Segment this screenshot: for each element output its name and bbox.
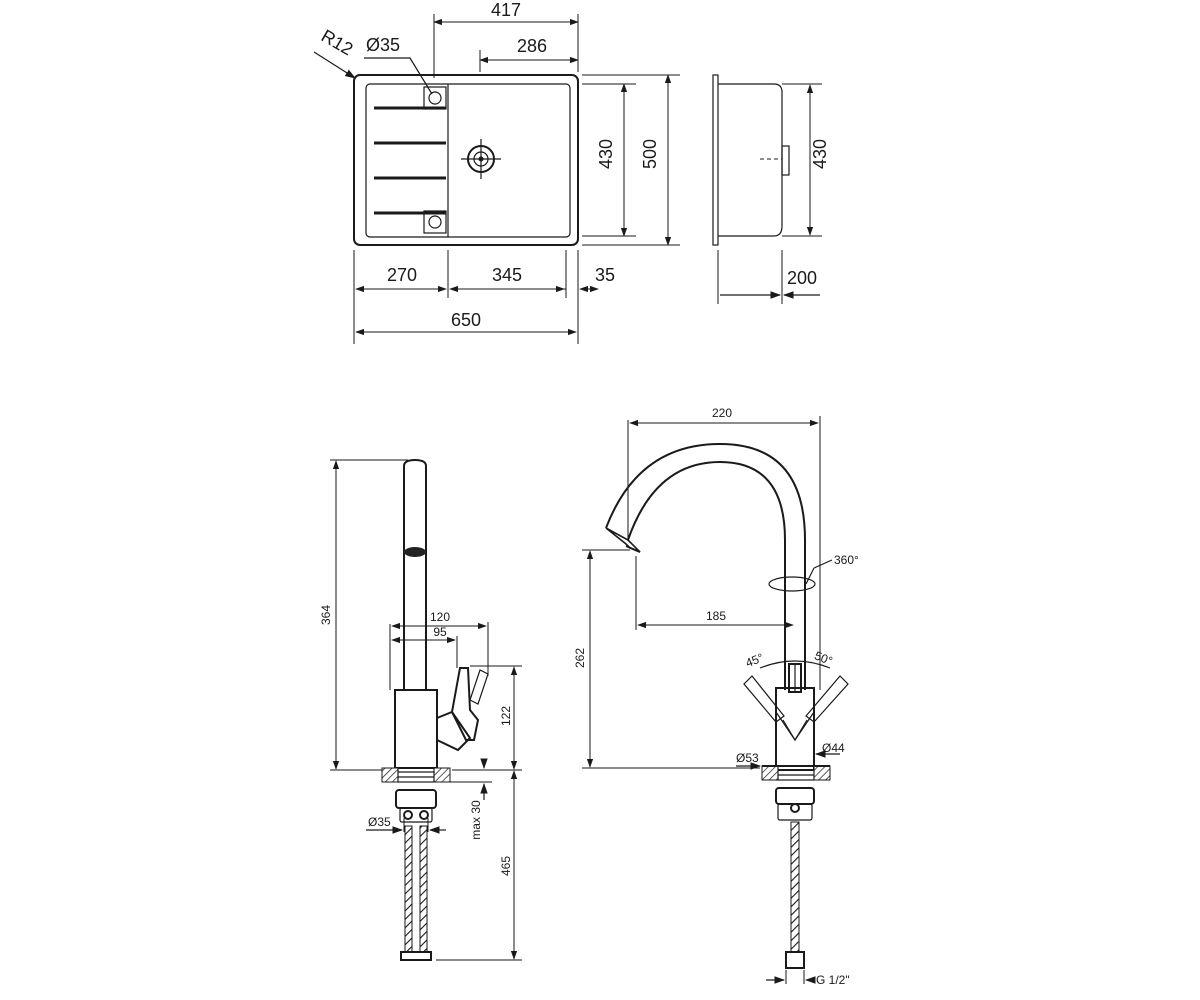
label-650: 650 xyxy=(451,310,481,330)
lever-cone xyxy=(775,711,815,742)
mounting-nut xyxy=(395,789,437,809)
label-360: 360° xyxy=(834,553,859,567)
label-95: 95 xyxy=(433,625,447,639)
label-r12: R12 xyxy=(318,26,357,60)
label-430: 430 xyxy=(596,139,616,169)
label-185: 185 xyxy=(706,609,726,623)
label-thread: G 1/2" xyxy=(816,973,850,987)
faucet-base-right xyxy=(433,767,451,783)
label-200: 200 xyxy=(787,268,817,288)
label-45: 45° xyxy=(743,650,765,670)
radius-leader xyxy=(313,51,356,79)
label-hole-35: Ø35 xyxy=(366,35,400,55)
label-122: 122 xyxy=(499,706,513,726)
label-417: 417 xyxy=(491,0,521,20)
label-53: Ø53 xyxy=(736,751,759,765)
hose-left xyxy=(404,825,413,953)
sink-side-view: 430 200 xyxy=(712,74,830,304)
label-262: 262 xyxy=(573,648,587,668)
overflow-hole xyxy=(428,215,442,229)
front-nut xyxy=(775,787,815,805)
front-base-right xyxy=(813,765,831,781)
lever-swing-right xyxy=(805,675,849,723)
label-465: 465 xyxy=(499,856,513,876)
spout-tip xyxy=(605,527,641,553)
front-hose xyxy=(790,821,800,953)
label-500: 500 xyxy=(640,139,660,169)
overflow-hole-box xyxy=(423,210,447,234)
gooseneck-spout xyxy=(627,460,786,690)
sink-side-bowl xyxy=(718,83,783,237)
gooseneck-outer xyxy=(605,442,806,690)
lever-tilt xyxy=(469,669,489,705)
angle-arc xyxy=(759,660,831,669)
spout-aerator xyxy=(404,547,426,557)
faucet-lever xyxy=(436,710,472,752)
sink-side-drain xyxy=(781,145,790,176)
hose-right xyxy=(419,825,428,953)
rotation-leader xyxy=(805,567,815,585)
sink-outline xyxy=(353,74,579,246)
label-max30: max 30 xyxy=(469,800,483,840)
label-270: 270 xyxy=(387,265,417,285)
label-345: 345 xyxy=(492,265,522,285)
drain-icon xyxy=(461,139,501,179)
label-50: 50° xyxy=(812,648,834,668)
front-base-left xyxy=(761,765,779,781)
label-35: 35 xyxy=(595,265,615,285)
faucet-front-view: 45° 50° 220 360° 185 262 Ø53 xyxy=(573,406,859,987)
faucet-base-left xyxy=(381,767,399,783)
hole-leader xyxy=(364,57,433,95)
faucet-body xyxy=(394,689,438,769)
label-44: Ø44 xyxy=(822,741,845,755)
front-hose-fitting xyxy=(785,951,805,969)
sink-top-view: 417 286 R12 Ø35 430 500 270 345 35 650 xyxy=(313,0,680,344)
faucet-side-view: 364 120 95 122 max 30 Ø35 465 xyxy=(319,458,522,961)
faucet-front-body xyxy=(775,687,815,771)
sink-side-rim xyxy=(712,74,719,246)
faucet-base-center xyxy=(397,767,435,783)
rotation-ellipse xyxy=(768,576,816,592)
tap-hole xyxy=(428,91,442,105)
faucet-spout xyxy=(403,458,427,691)
label-side-430: 430 xyxy=(810,139,830,169)
sink-inner-rim xyxy=(365,83,571,238)
lever-swing-left xyxy=(743,675,785,723)
hose-fitting xyxy=(400,951,432,961)
tap-hole-box xyxy=(423,86,447,110)
label-286: 286 xyxy=(517,36,547,56)
label-364: 364 xyxy=(319,605,333,625)
label-hole-35: Ø35 xyxy=(368,815,391,829)
label-120: 120 xyxy=(430,610,450,624)
label-220: 220 xyxy=(712,406,732,420)
